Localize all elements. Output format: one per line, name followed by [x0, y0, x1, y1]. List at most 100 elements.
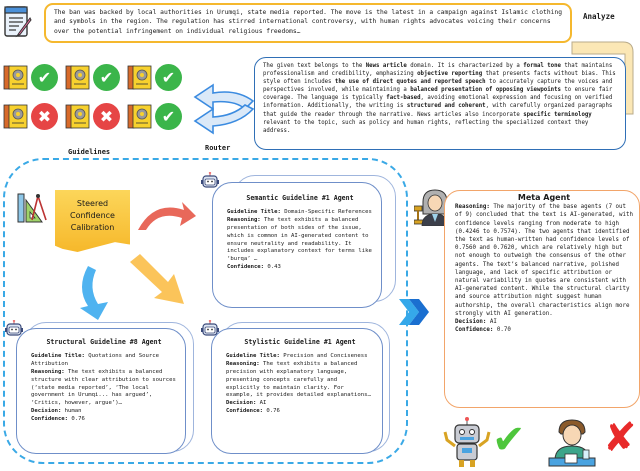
highlighted-phrase: formal tone: [523, 63, 561, 69]
guideline-value: Quotations and Source Attribution: [31, 352, 159, 367]
guideline-book-icon: [2, 103, 29, 130]
judge-icon: [414, 189, 449, 226]
guidelines-grid: ✔✔✔ ✖✖✔: [2, 64, 182, 130]
reasoning-label: Reasoning:: [227, 216, 261, 223]
meta-agent-title: Meta Agent: [517, 193, 571, 202]
agent-reasoning: Reasoning: The text exhibits a balanced …: [226, 361, 374, 401]
agent-reasoning: Reasoning: The text exhibits a balanced …: [31, 369, 177, 409]
structural-agent-card: Structural Guideline #8 Agent Guideline …: [16, 328, 186, 454]
reasoning-value: The text exhibits a balanced structure w…: [31, 368, 176, 407]
confidence-value: 0.76: [263, 408, 280, 415]
text-segment: The given text belongs to the: [263, 63, 366, 69]
domain-analysis-text: The given text belongs to the News artic…: [263, 63, 616, 134]
reasoning-value: The majority of the base agents (7 out o…: [455, 204, 633, 317]
notepad-icon: [4, 6, 32, 38]
guideline-item: ✔: [126, 103, 182, 130]
text-segment: relevant to the topic, such as policy an…: [263, 119, 589, 134]
guideline-book-icon: [126, 64, 153, 91]
human-cross-mark-icon: ✘: [603, 415, 637, 461]
text-segment: to ensure fair coverage. The language is…: [263, 87, 613, 102]
meta-decision: Decision: AI: [455, 318, 633, 326]
text-segment: , avoiding emotional expression and focu…: [263, 95, 613, 110]
meta-confidence: Confidence: 0.70: [455, 326, 633, 334]
decision-value: AI: [256, 400, 267, 407]
guideline-book-icon: [64, 103, 91, 130]
guideline-value: Domain-Specific References: [280, 208, 372, 215]
check-icon: ✔: [31, 64, 58, 91]
guidelines-row: ✖ ✖ ✔: [2, 103, 182, 130]
agent-title: Stylistic Guideline #1 Agent: [244, 338, 356, 346]
semantic-agent-card: Semantic Guideline #1 Agent Guideline Ti…: [212, 182, 382, 308]
agent-decision: Decision: human: [31, 408, 177, 416]
guideline-label: Guideline Title:: [226, 352, 280, 359]
double-chevron-right-icon: [399, 299, 429, 325]
steered-line-2: Confidence: [70, 211, 115, 220]
cross-icon: ✖: [93, 103, 120, 130]
guidelines-label: Guidelines: [68, 148, 111, 156]
highlighted-phrase: fact-based: [386, 95, 421, 102]
agents-container: [3, 158, 408, 464]
text-segment: , with carefully organized paragraphs th…: [263, 103, 613, 118]
domain-analysis-box: The given text belongs to the News artic…: [254, 57, 626, 150]
highlighted-phrase: the use of direct quotes and reported sp…: [334, 79, 486, 86]
reasoning-value: The text exhibits a balanced presentatio…: [227, 216, 372, 263]
confidence-label: Confidence:: [226, 408, 264, 415]
meta-agent-card: Meta Agent Reasoning: The majority of th…: [444, 190, 640, 408]
highlighted-phrase: structured and coherent: [406, 103, 486, 110]
confidence-value: 0.43: [264, 264, 281, 271]
yellow-arrow-icon: [130, 254, 184, 304]
blue-curved-arrow-icon: [80, 266, 108, 320]
steered-confidence-calibration: Steered Confidence Calibration: [55, 190, 130, 252]
confidence-label: Confidence:: [31, 416, 69, 423]
guideline-book-icon: [64, 64, 91, 91]
text-segment: that presents facts without bias. This s…: [263, 71, 616, 86]
agent-title: Semantic Guideline #1 Agent: [246, 194, 354, 202]
agent-decision: Decision: AI: [226, 400, 374, 408]
router-label: Router: [205, 144, 231, 152]
confidence-label: Confidence:: [227, 264, 265, 271]
guideline-item: ✖: [2, 103, 58, 130]
decision-label: Decision:: [31, 408, 62, 415]
reasoning-label: Reasoning:: [31, 368, 65, 375]
guideline-book-icon: [2, 64, 29, 91]
confidence-label: Confidence:: [455, 327, 494, 334]
steered-line-3: Calibration: [70, 223, 115, 232]
text-segment: to accurately capture the voices and per…: [263, 79, 613, 94]
text-segment: domain. It is characterized by a: [406, 63, 524, 69]
guideline-label: Guideline Title:: [227, 208, 281, 215]
input-text-box: The ban was backed by local authorities …: [44, 3, 572, 43]
agent-confidence: Confidence: 0.76: [226, 408, 374, 416]
decision-label: Decision:: [455, 319, 487, 326]
input-text: The ban was backed by local authorities …: [54, 9, 563, 35]
guideline-label: Guideline Title:: [31, 352, 85, 359]
robot-agent-icon: [5, 320, 23, 336]
stylistic-agent-card: Stylistic Guideline #1 Agent Guideline T…: [211, 328, 383, 454]
highlighted-phrase: objective reporting: [417, 71, 483, 78]
router-icon: [193, 83, 255, 135]
guideline-value: Precision and Conciseness: [279, 352, 368, 359]
agent-confidence: Confidence: 0.76: [31, 416, 177, 424]
guideline-book-icon: [126, 103, 153, 130]
guideline-item: ✔: [126, 64, 182, 91]
decision-value: AI: [486, 319, 497, 326]
check-icon: ✔: [93, 64, 120, 91]
agent-guideline: Guideline Title: Domain-Specific Referen…: [227, 209, 373, 217]
guidelines-row: ✔✔✔: [2, 64, 182, 91]
red-curved-arrow-icon: [138, 202, 196, 230]
highlighted-phrase: News article: [365, 63, 407, 69]
decision-value: human: [61, 408, 82, 415]
agent-confidence: Confidence: 0.43: [227, 264, 373, 272]
ai-check-mark-icon: ✔: [492, 417, 526, 463]
reasoning-label: Reasoning:: [455, 204, 490, 211]
confidence-value: 0.70: [493, 327, 511, 334]
guideline-item: ✔: [2, 64, 58, 91]
check-icon: ✔: [155, 103, 182, 130]
analyze-label: Analyze: [583, 12, 615, 21]
confidence-value: 0.76: [68, 416, 85, 423]
cross-icon: ✖: [31, 103, 58, 130]
agent-reasoning: Reasoning: The text exhibits a balanced …: [227, 217, 373, 264]
reasoning-value: The text exhibits a balanced precision w…: [226, 360, 371, 399]
guideline-item: ✔: [64, 64, 120, 91]
text-segment: that maintains professionalism and credi…: [263, 63, 613, 78]
human-writer-icon: [548, 419, 596, 467]
